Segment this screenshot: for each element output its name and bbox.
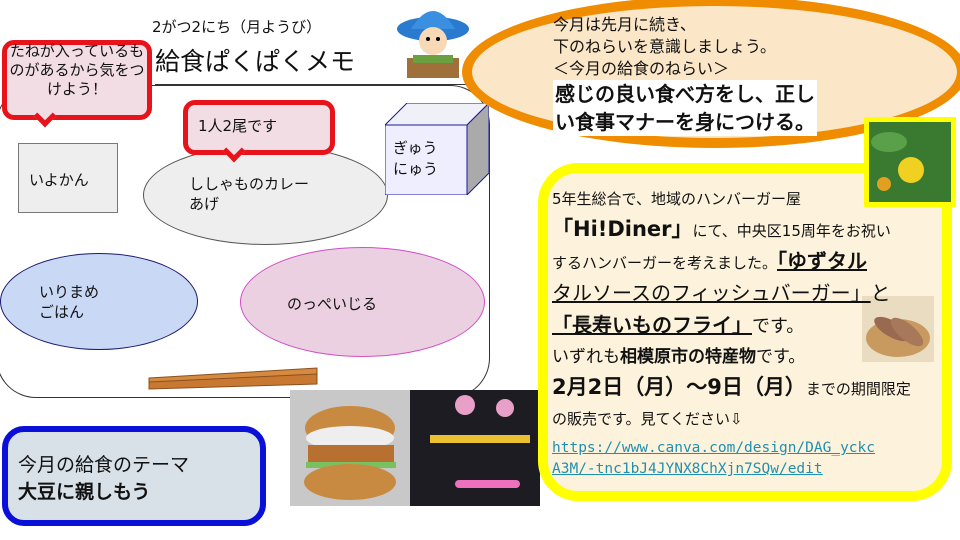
- date-label: 2がつ2にち（月ようび）: [152, 18, 322, 36]
- promo-line: にて、中央区15周年をお祝い: [692, 222, 891, 240]
- item-name: 「長寿いものフライ」: [552, 313, 752, 337]
- monthly-theme-box: 今月の給食のテーマ 大豆に親しもう: [2, 426, 266, 526]
- sweet-potato-photo: [862, 296, 934, 362]
- link-line[interactable]: A3M/-tnc1bJ4JYNX8ChXjn7SQw/edit: [552, 461, 823, 477]
- promo-line: までの期間限定: [805, 380, 911, 398]
- menu-main: ししゃものカレー あげ: [143, 145, 388, 245]
- promo-line: です。: [756, 347, 806, 367]
- menu-milk-line: にゅう: [393, 160, 439, 178]
- promo-line: の販売です。見てください⇩: [552, 410, 743, 428]
- burger-poster-image: [290, 390, 540, 506]
- specialty-label: 相模原市の特産物: [620, 347, 756, 367]
- title-underline: [155, 84, 475, 85]
- theme-label: 今月の給食のテーマ: [18, 454, 190, 476]
- shop-name: 「Hi!Diner」: [552, 217, 693, 241]
- chopsticks-image: [148, 367, 318, 390]
- menu-milk-line: ぎゅう: [393, 139, 438, 157]
- aim-goal: 感じの良い食べ方をし、正し: [553, 80, 817, 108]
- mascot-image: [397, 11, 469, 78]
- tray: [0, 85, 490, 398]
- item-name: 「ゆずタル: [777, 249, 868, 273]
- monthly-aim-text: 今月は先月に続き、 下のねらいを意識しましょう。 ＜今月の給食のねらい＞ 感じの…: [553, 14, 817, 136]
- milk-carton: [385, 103, 489, 195]
- aim-goal: い食事マナーを身につける。: [553, 108, 817, 136]
- yuzu-photo: [864, 117, 956, 207]
- page-title: 給食ぱくぱくメモ: [155, 47, 356, 76]
- aim-heading: ＜今月の給食のねらい＞: [553, 59, 730, 78]
- menu-rice: いりまめ ごはん: [0, 253, 198, 350]
- link-line[interactable]: https://www.canva.com/design/DAG_yckc: [552, 440, 876, 456]
- menu-rice-line: いりまめ: [39, 283, 100, 301]
- menu-main-line: ししゃものカレー: [189, 175, 310, 193]
- promo-line: と: [870, 281, 891, 305]
- menu-soup: のっぺいじる: [240, 247, 485, 357]
- promo-text: 5年生総合で、地域のハンバーガー屋 「Hi!Diner」にて、中央区15周年をお…: [552, 184, 952, 480]
- menu-fruit: いよかん: [18, 143, 118, 213]
- sale-period: 2月2日（月）～9日（月）: [552, 375, 806, 399]
- promo-line: 5年生総合で、地域のハンバーガー屋: [552, 190, 801, 208]
- menu-rice-line: ごはん: [39, 303, 85, 321]
- item-name: タルソースのフィッシュバーガー」: [552, 281, 871, 305]
- theme-value: 大豆に親しもう: [18, 481, 151, 503]
- seeds-warning-callout: たねが入っているものがあるから気をつけよう！: [2, 40, 152, 128]
- aim-line: 今月は先月に続き、: [553, 15, 696, 34]
- promo-line: です。: [752, 316, 805, 337]
- count-callout: 1人2尾です: [183, 100, 335, 163]
- menu-milk: ぎゅう にゅう: [393, 138, 438, 180]
- callout-text: 1人2尾です: [198, 117, 278, 135]
- menu-main-line: あげ: [189, 195, 220, 213]
- promo-line: するハンバーガーを考えました。: [552, 254, 778, 272]
- promo-line: いずれも: [552, 347, 620, 367]
- aim-line: 下のねらいを意識しましょう。: [553, 37, 777, 56]
- callout-text: たねが入っているものがあるから気をつけよう！: [9, 42, 145, 98]
